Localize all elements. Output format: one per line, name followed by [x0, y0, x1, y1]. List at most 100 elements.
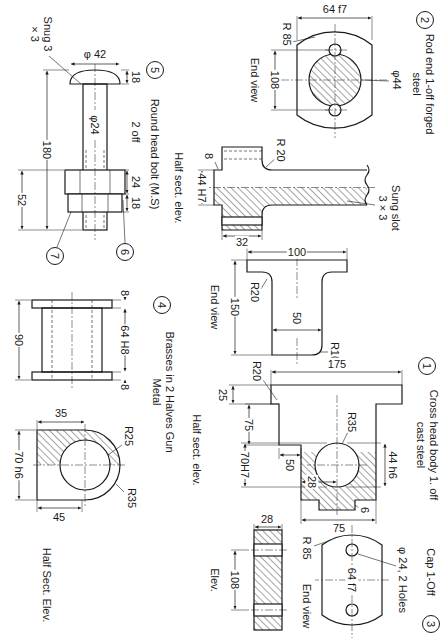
- round-head-bolt-stroke: [18, 70, 129, 230]
- callout-number: 5: [150, 67, 161, 73]
- brasses-half-section-stroke: [116, 484, 124, 492]
- cross-head-half-section-stroke: [302, 520, 375, 521]
- brasses-elevation-stroke: [15, 300, 121, 380]
- dimension-text: 6: [359, 506, 372, 514]
- callout-circle: 6: [116, 243, 134, 261]
- part-title: Cross head body 1. off cast steel: [414, 378, 439, 512]
- round-head-bolt-stroke: [123, 200, 125, 243]
- rod-end-half-section-stroke: [347, 201, 375, 205]
- dimension-text: 150: [229, 297, 242, 317]
- callout-circle: 1: [418, 357, 436, 375]
- cap-elevation-stroke: [255, 527, 281, 528]
- dimension-text: 64 f7: [346, 567, 359, 593]
- part-title: Round head bolt (M.S): [149, 98, 162, 211]
- dimension-text: 75: [332, 522, 346, 535]
- part-title: Rod end 1-off forged steel: [410, 31, 435, 137]
- callout-number: 7: [50, 253, 61, 259]
- dimension-text: 175: [327, 358, 347, 371]
- dimension-text: 64 f7: [322, 3, 348, 16]
- cap-end-view-stroke: [314, 540, 331, 546]
- dimension-text: 45: [52, 511, 66, 524]
- cap-elevation-stroke: [231, 524, 282, 610]
- cross-head-half-section-stroke: [271, 385, 402, 510]
- cross-head-half-section-stroke: [385, 444, 386, 486]
- brasses-half-section-stroke: [108, 445, 122, 455]
- dimension-text: 32: [235, 236, 249, 249]
- cross-head-end-view-stroke: [231, 248, 347, 355]
- rod-end-half-section-stroke: [365, 165, 369, 205]
- round-head-bolt-stroke: [95, 64, 96, 240]
- brasses-half-section-stroke: [38, 508, 81, 509]
- cap-end-view-stroke: [315, 525, 389, 638]
- rod-end-end-view: [271, 16, 389, 138]
- view-title: Half Sect. Elev.: [41, 547, 54, 623]
- note: 2 off: [130, 120, 143, 143]
- brasses-elevation-stroke: [72, 292, 73, 388]
- dimension-text: 28: [260, 513, 274, 526]
- dimension-text: 18: [130, 70, 143, 84]
- rod-end-half-section-stroke: [207, 187, 375, 188]
- callout-circle: 4: [153, 296, 171, 314]
- dimension-text: R 85: [281, 21, 294, 46]
- cross-head-half-section-stroke: [307, 395, 367, 515]
- cross-head-end-view-stroke: [320, 352, 328, 353]
- callout-circle: 3: [422, 615, 440, 633]
- rod-end-end-view-stroke: [281, 24, 387, 138]
- part-title: Cap 1-Off: [425, 547, 438, 597]
- dimension-text: 64 H8: [119, 324, 132, 355]
- dimension-text: 108: [229, 570, 242, 590]
- dimension-text: 44 h6: [387, 450, 400, 480]
- cross-head-half-section-stroke: [263, 380, 277, 400]
- callout-number: 6: [120, 249, 131, 255]
- rod-end-half-section-stroke: [215, 162, 218, 169]
- dimension-text: R25: [123, 425, 136, 447]
- callout-circle: 2: [416, 11, 434, 29]
- dimension-text: 24: [130, 175, 143, 189]
- dimension-text: 52: [16, 193, 29, 207]
- dimension-text: 18: [130, 196, 143, 210]
- dimension-text: 50: [284, 458, 297, 472]
- rod-end-end-view-stroke: [362, 80, 389, 81]
- dimension-text: 8: [119, 289, 132, 297]
- dimension-text: R35: [126, 487, 139, 509]
- cross-head-half-section: [229, 370, 402, 524]
- dimension-text: 70 h6: [13, 450, 26, 480]
- dimension-text: R20: [249, 281, 262, 303]
- callout-number: 1: [422, 363, 433, 369]
- round-head-bolt-stroke: [127, 171, 128, 193]
- callout-number: 4: [157, 302, 168, 308]
- cross-head-half-section-stroke: [272, 372, 401, 373]
- view-title: Half sect. elev.: [173, 151, 186, 224]
- rod-end-end-view-stroke: [292, 37, 315, 42]
- cross-head-half-section-stroke: [229, 370, 402, 524]
- part-title: Brasses in 2 Halves Gun Metal: [150, 316, 175, 468]
- rod-end-half-section-stroke: [222, 151, 262, 159]
- dimension-text: 75: [243, 418, 256, 432]
- dimension-text: 100: [287, 246, 307, 259]
- note: Snug 3 × 3: [28, 13, 53, 55]
- dimension-text: 70H7: [239, 451, 252, 479]
- cross-head-half-section-stroke: [280, 455, 300, 456]
- round-head-bolt: [18, 56, 129, 247]
- note: Sung slot 3 × 3: [376, 181, 401, 235]
- rod-end-half-section-stroke: [222, 217, 262, 225]
- brasses-half-section-stroke: [31, 424, 125, 506]
- cross-head-end-view: [231, 248, 347, 365]
- callout-circle: 5: [146, 61, 164, 79]
- view-title: End view: [249, 57, 262, 104]
- dimension-text: φ44: [391, 69, 404, 90]
- cap-end-view-stroke: [358, 554, 396, 566]
- rod-end-end-view-stroke: [298, 18, 371, 19]
- cross-head-half-section-stroke: [233, 386, 234, 403]
- dimension-text: 8: [119, 383, 132, 391]
- dimension-text: 28: [306, 475, 319, 489]
- view-title: Elev.: [209, 567, 222, 593]
- cap-elevation-stroke: [254, 530, 282, 630]
- cross-head-half-section-stroke: [342, 432, 348, 444]
- dimension-text: R35: [346, 411, 359, 433]
- rod-end-half-section-stroke: [214, 147, 367, 230]
- dimension-text: 50: [291, 311, 304, 325]
- brasses-elevation: [15, 290, 125, 390]
